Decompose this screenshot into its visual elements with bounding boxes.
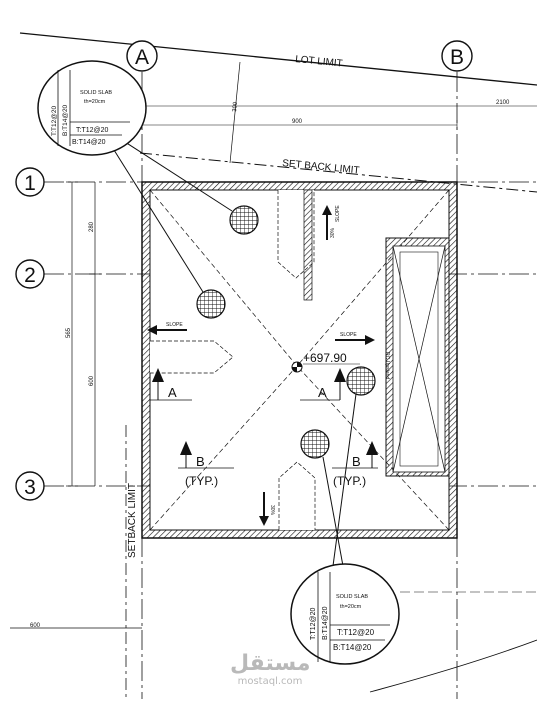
grid-bubble-1: 1 [15,167,45,197]
dimension-300-label: 300 [232,101,239,112]
svg-text:B:T14@20: B:T14@20 [72,139,106,146]
slab-callout-lower: T:T12@20 B:T14@20 SOLID SLAB th=20cm T:T… [290,563,400,665]
svg-text:(TYP.): (TYP.) [333,474,366,488]
watermark-arabic: مستقل [230,651,311,676]
grid-bubble-b: B [441,40,473,72]
lot-limit-line [19,32,537,86]
setback-limit-label: SET BACK LIMIT [282,158,360,176]
callout-leaders [113,139,357,567]
svg-text:T:T12@20: T:T12@20 [337,628,375,637]
svg-text:(TYP.): (TYP.) [185,474,218,488]
svg-text:T:T12@20: T:T12@20 [310,607,317,640]
svg-text:30%: 30% [330,227,336,238]
watermark-latin: mostaql.com [237,676,303,687]
svg-text:B: B [450,46,464,69]
top-drain-chute [277,189,315,301]
svg-text:th=20cm: th=20cm [84,99,106,105]
svg-text:3: 3 [24,476,36,499]
dimension-line-300 [229,61,241,164]
svg-text:T:T12@20: T:T12@20 [51,106,58,136]
slab-marker-3 [346,366,376,396]
dimension-900-label: 900 [292,119,303,125]
svg-text:1: 1 [24,172,36,195]
slope-lines [149,189,450,531]
grid-bubble-3: 3 [15,471,45,501]
rc-upstand [385,237,450,477]
svg-text:SOLID SLAB: SOLID SLAB [80,90,112,96]
slope-arrow-top: SLOPE 30% [322,205,341,240]
grid-bubble-a: A [126,40,158,72]
svg-text:2: 2 [24,264,36,287]
svg-text:A: A [168,385,177,400]
dimension-2100-label: 2100 [496,100,510,106]
setback-limit-left-label: SETBACK LIMIT [127,483,138,558]
dimension-600-label: 600 [89,375,95,386]
svg-text:T:T12@20: T:T12@20 [76,127,109,134]
svg-text:B: B [196,454,205,469]
svg-text:SLOPE: SLOPE [335,205,341,222]
lot-limit-label: LOT LIMIT [295,54,343,70]
svg-text:B:T14@20: B:T14@20 [322,606,329,640]
svg-text:A: A [318,385,327,400]
slope-arrow-left: SLOPE [147,322,187,335]
svg-text:B:T14@20: B:T14@20 [62,104,69,136]
dimension-600-bottom-label: 600 [30,623,41,629]
bottom-drain-chute [278,461,316,530]
section-mark-a-right: A [300,368,346,401]
slab-marker-1 [229,205,259,235]
slab-marker-2 [196,289,226,319]
section-mark-a-left: A [150,368,192,401]
watermark: مستقل mostaql.com [230,651,311,688]
setback-limit-line [139,152,537,193]
svg-text:SOLID SLAB: SOLID SLAB [336,594,368,600]
rc-upstand-label: RC Upstand [384,352,390,379]
slope-arrow-right: SLOPE [335,332,375,345]
section-mark-b-right: B (TYP.) [332,441,378,488]
svg-text:B:T14@20: B:T14@20 [333,643,372,652]
svg-text:B: B [352,454,361,469]
svg-text:30%: 30% [269,505,275,516]
svg-text:SLOPE: SLOPE [166,322,183,328]
slab-callout-upper: T:T12@20 B:T14@20 SOLID SLAB th=20cm T:T… [37,60,147,156]
level-value: +697.90 [303,351,347,365]
slab-marker-4 [300,429,330,459]
svg-text:th=20cm: th=20cm [340,604,362,610]
grid-bubble-2: 2 [15,259,45,289]
slope-arrow-bottom: 30% [259,492,275,526]
section-mark-b-left: B (TYP.) [178,441,234,488]
left-drain-chute [150,340,234,374]
dimension-280-label: 280 [89,221,95,232]
svg-text:A: A [135,46,149,69]
lot-boundary-arc [369,639,537,693]
dimension-565-label: 565 [66,327,72,338]
svg-text:SLOPE: SLOPE [340,332,357,338]
level-marker: +697.90 [291,351,360,373]
